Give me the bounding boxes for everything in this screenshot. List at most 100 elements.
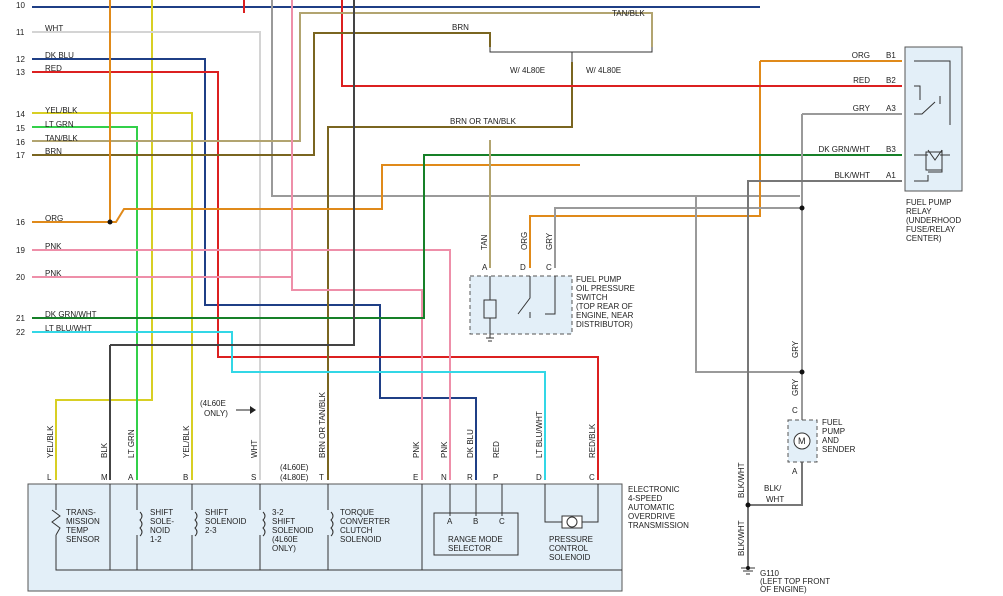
pump-caption-line: FUEL (822, 418, 843, 427)
top-brn-label: BRN (452, 23, 469, 32)
ground-wire-2: BLK/ (764, 484, 782, 493)
wire-blkwht (747, 180, 902, 568)
relay-internals (914, 60, 951, 182)
pin-wire-label: LT BLU/WHT (45, 324, 92, 333)
pin-number: 19 (16, 246, 25, 255)
tcc-label: SOLENOID (340, 535, 382, 544)
wire-brn (32, 32, 491, 156)
pin-number: 17 (16, 151, 25, 160)
pin-variant-4l60e: (4L60E) (280, 463, 309, 472)
relay-pin-label: A1 (886, 171, 896, 180)
switch-internals (483, 276, 556, 342)
top-tanblk-label: TAN/BLK (612, 9, 645, 18)
transmission-internals (51, 484, 622, 571)
relay-pin-label: B3 (886, 145, 896, 154)
wire-ltgrn (32, 126, 138, 480)
wire-org-h (32, 164, 580, 223)
shift32-label: ONLY) (272, 544, 296, 553)
relay-pin-label: A3 (886, 104, 896, 113)
trans-pin-label: N (441, 473, 447, 482)
pump-wire-gry-top: GRY (791, 340, 800, 358)
range-pin-label: C (499, 517, 505, 526)
trans-caption-line: TRANSMISSION (628, 521, 689, 530)
relay-caption-line: (UNDERHOOD (906, 216, 961, 225)
pcs-label: CONTROL (549, 544, 589, 553)
pin-wire-label: TAN/BLK (45, 134, 78, 143)
w4l80e-right-label: W/ 4L80E (586, 66, 621, 75)
wire-yelblk (32, 112, 193, 480)
temp-sensor-label: MISSION (66, 517, 100, 526)
pump-caption-line: AND (822, 436, 839, 445)
trans-wire-label: BRN OR TAN/BLK (318, 391, 327, 458)
pump-m-label: M (798, 436, 806, 446)
trans-wire-label: BLK (100, 442, 109, 458)
wire-red-relay (341, 70, 902, 87)
range-selector-label: RANGE MODE (448, 535, 503, 544)
pcs-label: SOLENOID (549, 553, 591, 562)
tcc-label: CLUTCH (340, 526, 373, 535)
wire-pnk-20 (32, 70, 423, 480)
tcc-label: TORQUE (340, 508, 374, 517)
pin-number: 13 (16, 68, 25, 77)
switch-caption-line: DISTRIBUTOR) (576, 320, 633, 329)
pin-number: 10 (16, 1, 25, 10)
relay-caption: FUEL PUMPRELAY(UNDERHOODFUSE/RELAYCENTER… (906, 198, 961, 243)
switch-caption-line: OIL PRESSURE (576, 284, 635, 293)
wire-dkgrnwht (32, 154, 902, 319)
relay-pin-label: B2 (886, 76, 896, 85)
pin-number: 12 (16, 55, 25, 64)
trans-pin-label: M (101, 473, 108, 482)
ground-wire-4: BLK/WHT (737, 520, 746, 556)
pin-number: 14 (16, 110, 25, 119)
wire-yelblk-2 (55, 120, 153, 480)
trans-pin-label: A (128, 473, 134, 482)
relay-wire-label: GRY (853, 104, 871, 113)
switch-pin-c: C (546, 263, 552, 272)
trans-wire-label: PNK (412, 441, 421, 458)
wire-dkblu (32, 58, 477, 480)
switch-pin-a: A (482, 263, 488, 272)
wire-wht (32, 31, 261, 480)
pin-wire-label: ORG (45, 214, 63, 223)
wire-red (32, 71, 599, 480)
pin-number: 21 (16, 314, 25, 323)
wire-gry-2 (695, 196, 802, 373)
shift32-label: 3-2 (272, 508, 284, 517)
wire-pnk-19 (32, 249, 451, 480)
relay-wire-label: RED (853, 76, 870, 85)
wire-blk (109, 0, 355, 480)
wire-gry-loop (271, 0, 800, 197)
range-selector-label: SELECTOR (448, 544, 491, 553)
shift32-label: SOLENOID (272, 526, 314, 535)
fuel-pump-motor-icon (793, 432, 811, 450)
pin-wire-label: WHT (45, 24, 63, 33)
ground-wire-3: WHT (766, 495, 784, 504)
wire-org-switch (529, 61, 761, 268)
switch-caption-line: ENGINE, NEAR (576, 311, 634, 320)
trans-pin-label: E (413, 473, 418, 482)
pump-caption-line: PUMP (822, 427, 845, 436)
pin-number: 22 (16, 328, 25, 337)
trans-caption-line: 4-SPEED (628, 494, 662, 503)
pin-variant-4l80e: (4L80E) (280, 473, 309, 482)
fuel-pump-relay (904, 46, 963, 192)
relay-caption-line: RELAY (906, 207, 932, 216)
shift32-label: SHIFT (272, 517, 295, 526)
note-arrowhead-icon (250, 406, 256, 414)
switch-caption-line: SWITCH (576, 293, 608, 302)
note-4l60e-2: ONLY) (204, 409, 228, 418)
pump-caption-line: SENDER (822, 445, 856, 454)
pin-wire-label: PNK (45, 242, 62, 251)
relay-wire-label: DK GRN/WHT (818, 145, 870, 154)
transmission-caption: ELECTRONIC4-SPEEDAUTOMATICOVERDRIVETRANS… (628, 485, 689, 530)
relay-pin-label: B1 (886, 51, 896, 60)
trans-wire-label: YEL/BLK (182, 425, 191, 458)
trans-wire-label: RED (492, 441, 501, 458)
switch-caption-line: FUEL PUMP (576, 275, 622, 284)
ground-caption-line: OF ENGINE) (760, 585, 807, 594)
wire-tanblk (32, 12, 653, 142)
trans-pin-label: B (183, 473, 188, 482)
